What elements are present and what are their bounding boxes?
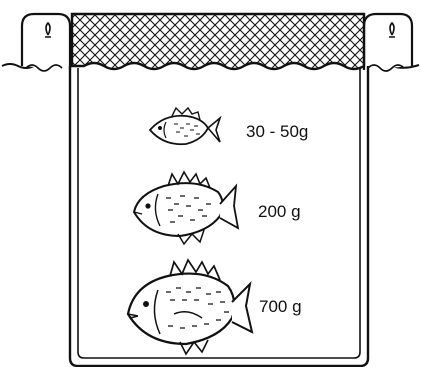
medium-fish-icon — [134, 172, 238, 244]
right-float-post — [364, 14, 412, 71]
left-float-post — [22, 14, 70, 71]
cage-net-top — [72, 14, 364, 69]
weight-label-medium: 200 g — [258, 202, 301, 221]
small-fish-icon — [150, 108, 220, 144]
large-fish-icon — [128, 260, 252, 354]
weight-label-small: 30 - 50g — [246, 122, 308, 141]
weight-label-large: 700 g — [259, 297, 302, 316]
